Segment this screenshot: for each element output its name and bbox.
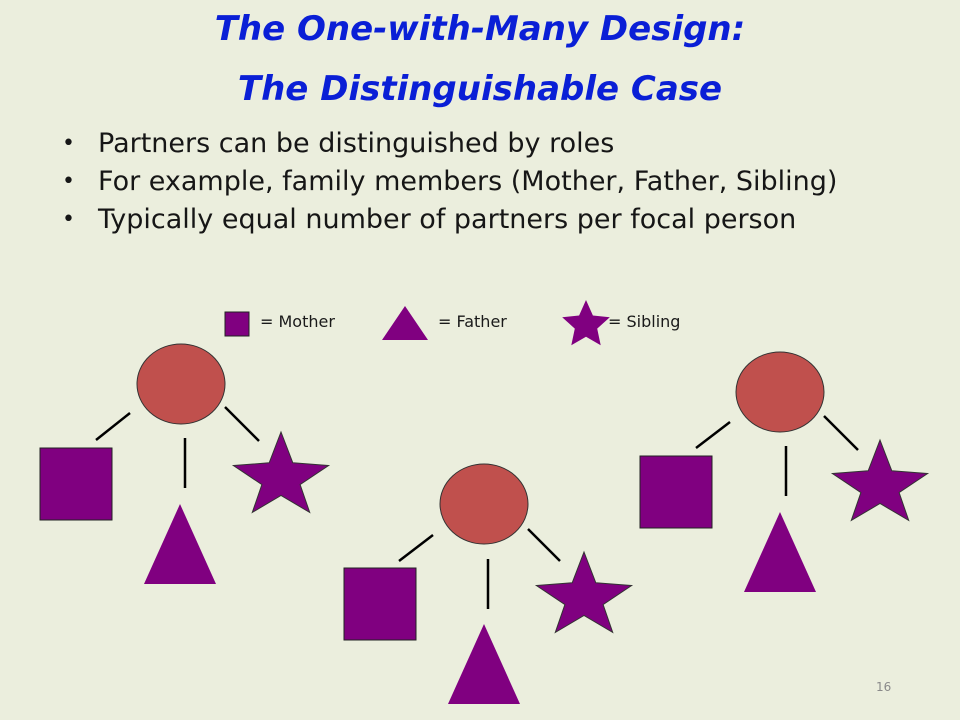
connector-line [823,415,859,451]
bullet-text: Typically equal number of partners per f… [98,204,797,235]
family-group-1 [39,343,331,584]
bullet-text: For example, family members (Mother, Fat… [98,166,838,197]
bullet-item: • Typically equal number of partners per … [62,204,942,236]
legend-father-label: = Father [438,312,507,331]
bullet-dot-icon: • [62,169,75,194]
focal-person-circle [439,463,529,545]
slide-number: 16 [876,680,892,694]
bullet-list: •Partners can be distinguished by roles … [62,128,942,242]
connector-line [224,406,260,442]
mother-square [639,455,713,529]
family-group-3 [639,351,930,592]
slide-title-line-1: The One-with-Many Design: [214,9,746,49]
father-triangle [744,512,816,592]
sibling-star [534,550,634,634]
bullet-text: Partners can be distinguished by roles [98,128,615,159]
family-group-2 [343,463,634,704]
legend-mother-square-icon [224,311,250,337]
sibling-star [830,438,930,522]
sibling-star [231,430,331,514]
focal-person-circle [136,343,226,425]
legend-father-triangle-icon [382,306,428,340]
slide-title-line-2: The Distinguishable Case [237,69,723,109]
father-triangle [144,504,216,584]
mother-square [343,567,417,641]
connector-line [695,421,731,449]
bullet-dot-icon: • [62,131,75,156]
connector-line [95,412,131,441]
connector-line [527,528,561,562]
mother-square [39,447,113,521]
legend-sibling-label: = Sibling [608,312,681,331]
bullet-item: • For example, family members (Mother, Fa… [62,166,858,198]
bullet-dot-icon: • [62,207,75,232]
connector-line [398,534,434,562]
legend-sibling-star-icon [562,300,610,346]
focal-person-circle [735,351,825,433]
bullet-item: • Partners can be distinguished by roles [62,128,942,160]
father-triangle [448,624,520,704]
legend-mother-label: = Mother [260,312,335,331]
